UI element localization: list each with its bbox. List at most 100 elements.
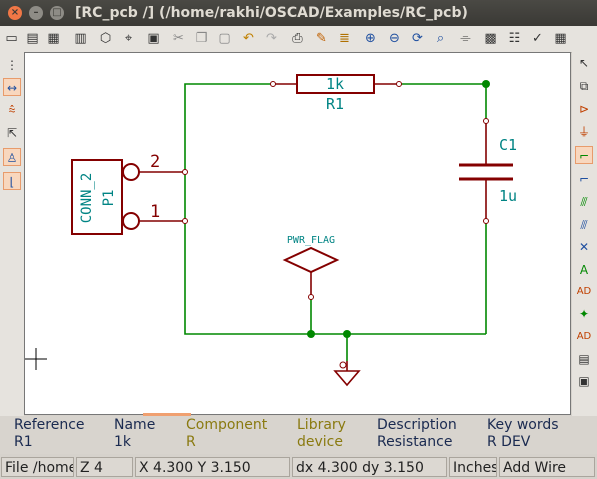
wires bbox=[184, 83, 487, 361]
bus-wire-45-icon[interactable]: ⌊ bbox=[3, 172, 21, 190]
capacitor-ref: C1 bbox=[499, 136, 517, 154]
zoom-fit-icon[interactable]: ⌕ bbox=[436, 31, 445, 46]
global-label-icon[interactable]: AD bbox=[576, 286, 592, 297]
import-pin-icon[interactable]: ▣ bbox=[578, 374, 590, 388]
info-header: Component bbox=[186, 417, 268, 433]
junction-icon[interactable]: ✦ bbox=[578, 307, 590, 321]
connector-value: CONN_2 bbox=[79, 173, 95, 224]
redo-icon[interactable]: ↷ bbox=[266, 31, 277, 46]
capacitor-value: 1u bbox=[499, 187, 517, 205]
units-mm-icon[interactable]: ⩯ bbox=[8, 103, 16, 117]
grid-icon[interactable]: ⋮ bbox=[6, 58, 18, 72]
library-browser-icon[interactable]: ✓ bbox=[532, 31, 543, 46]
zoom-in-icon[interactable]: ⊕ bbox=[365, 31, 376, 46]
status-coords: X 4.300 Y 3.150 bbox=[135, 457, 290, 477]
info-header: Reference bbox=[14, 417, 85, 433]
place-power-icon[interactable]: ⏚ bbox=[577, 125, 590, 139]
component-info-panel: Reference R1 Name 1k Component R Library… bbox=[0, 416, 597, 454]
hierarchy-icon[interactable]: ▣ bbox=[147, 31, 160, 46]
paste-icon[interactable]: ▢ bbox=[218, 31, 231, 46]
minimize-window-icon[interactable]: – bbox=[29, 6, 43, 20]
info-col-keywords: Key words R DEV bbox=[487, 417, 559, 451]
no-connect-icon[interactable]: ✕ bbox=[578, 240, 590, 254]
status-mode: Add Wire bbox=[499, 457, 595, 477]
info-value: device bbox=[297, 434, 343, 450]
find-icon[interactable]: ⌯ bbox=[460, 31, 471, 46]
net-label-icon[interactable]: A bbox=[579, 263, 589, 277]
cut-icon[interactable]: ✂ bbox=[173, 31, 184, 46]
scroll-indicator-horizontal[interactable] bbox=[143, 413, 191, 416]
hierarchical-label-icon[interactable]: AD bbox=[576, 331, 592, 342]
info-col-name: Name 1k bbox=[114, 417, 155, 451]
info-value: R bbox=[186, 434, 196, 450]
hierarchical-sheet-icon[interactable]: ▤ bbox=[578, 352, 590, 366]
junction-dot bbox=[482, 80, 490, 88]
status-delta: dx 4.300 dy 3.150 bbox=[292, 457, 447, 477]
pin-2-number: 2 bbox=[150, 152, 160, 172]
new-sheet-icon[interactable]: ⬡ bbox=[99, 31, 112, 46]
wire-icon[interactable]: ⌐ bbox=[575, 146, 593, 164]
info-col-library: Library device bbox=[297, 417, 346, 451]
hierarchy-nav-icon[interactable]: ⧉ bbox=[579, 79, 589, 93]
info-header: Name bbox=[114, 417, 156, 433]
info-value: 1k bbox=[114, 434, 132, 450]
ground-symbol[interactable] bbox=[333, 361, 361, 387]
cursor-crosshair-icon bbox=[25, 348, 47, 370]
resistor-value: 1k bbox=[326, 75, 344, 93]
netlist-icon[interactable]: ≣ bbox=[339, 31, 350, 46]
print-icon[interactable]: ⎙ bbox=[292, 31, 303, 46]
info-value: Resistance bbox=[377, 434, 453, 450]
info-header: Library bbox=[297, 417, 346, 433]
cursor-shape-icon[interactable]: ⇱ bbox=[6, 126, 18, 140]
place-component-icon[interactable]: ⊳ bbox=[578, 102, 590, 116]
info-value: R DEV bbox=[487, 434, 531, 450]
window-title: [RC_pcb /] (/home/rakhi/OSCAD/Examples/R… bbox=[75, 5, 468, 21]
info-header: Key words bbox=[487, 417, 559, 433]
new-icon[interactable]: ▭ bbox=[5, 31, 18, 46]
main-toolbar: ▭ ▤ ▦ ▥ ⬡ ⌖ ▣ ✂ ❐ ▢ ↶ ↷ ⎙ ✎ ≣ ⊕ ⊖ ⟳ ⌕ ⌯ … bbox=[0, 26, 597, 53]
info-value: R1 bbox=[14, 434, 33, 450]
bus-icon[interactable]: ⌐ bbox=[578, 172, 590, 186]
title-bar: × – □ [RC_pcb /] (/home/rakhi/OSCAD/Exam… bbox=[0, 0, 597, 26]
open-icon[interactable]: ▤ bbox=[26, 31, 39, 46]
close-window-icon[interactable]: × bbox=[8, 6, 22, 20]
info-header: Description bbox=[377, 417, 457, 433]
bus-to-bus-icon[interactable]: ⫻ bbox=[580, 218, 588, 232]
library-icon[interactable]: ▥ bbox=[74, 31, 87, 46]
select-icon[interactable]: ↖ bbox=[578, 56, 590, 70]
schematic-canvas[interactable]: 1k R1 C1 1u 2 1 CONN_2 P1 bbox=[24, 52, 571, 415]
hidden-pins-icon[interactable]: ♙ bbox=[3, 148, 21, 166]
status-bar: File /home Z 4 X 4.300 Y 3.150 dx 4.300 … bbox=[0, 455, 597, 479]
resistor-ref: R1 bbox=[326, 95, 344, 113]
units-inches-icon[interactable]: ↔ bbox=[3, 78, 21, 96]
pin-1-number: 1 bbox=[150, 202, 160, 222]
component-editor-icon[interactable]: ⌖ bbox=[124, 31, 133, 46]
bom-icon[interactable]: ☷ bbox=[508, 31, 521, 46]
capacitor-c1[interactable]: C1 1u bbox=[459, 118, 517, 224]
resistor-r1[interactable]: 1k R1 bbox=[270, 74, 402, 113]
right-toolbar: ↖ ⧉ ⊳ ⏚ ⌐ ⌐ ⫻ ⫻ ✕ A AD ✦ AD ▤ ▣ bbox=[572, 52, 597, 416]
power-flag[interactable]: PWR_FLAG bbox=[282, 235, 340, 300]
save-icon[interactable]: ▦ bbox=[47, 31, 60, 46]
info-col-component: Component R bbox=[186, 417, 267, 451]
maximize-window-icon[interactable]: □ bbox=[50, 6, 64, 20]
info-col-reference: Reference R1 bbox=[14, 417, 85, 451]
connector-ref: P1 bbox=[101, 190, 117, 207]
left-toolbar: ⋮ ↔ ⩯ ⇱ ♙ ⌊ bbox=[0, 52, 24, 416]
junction-dot bbox=[307, 330, 315, 338]
wire-pin2-to-r1 bbox=[184, 83, 273, 221]
copy-icon[interactable]: ❐ bbox=[195, 31, 208, 46]
junction-dot bbox=[343, 330, 351, 338]
wire-bottom-rail bbox=[184, 221, 486, 335]
erc-icon[interactable]: ▩ bbox=[484, 31, 497, 46]
status-zoom: Z 4 bbox=[76, 457, 133, 477]
status-units: Inches bbox=[449, 457, 497, 477]
grid-toggle-icon[interactable]: ▦ bbox=[554, 31, 567, 46]
zoom-out-icon[interactable]: ⊖ bbox=[389, 31, 400, 46]
connector-p1[interactable]: 2 1 CONN_2 P1 bbox=[71, 152, 188, 235]
annotate-icon[interactable]: ✎ bbox=[316, 31, 327, 46]
wire-to-bus-icon[interactable]: ⫻ bbox=[580, 195, 588, 209]
status-file: File /home bbox=[1, 457, 74, 477]
zoom-redraw-icon[interactable]: ⟳ bbox=[412, 31, 423, 46]
undo-icon[interactable]: ↶ bbox=[243, 31, 254, 46]
